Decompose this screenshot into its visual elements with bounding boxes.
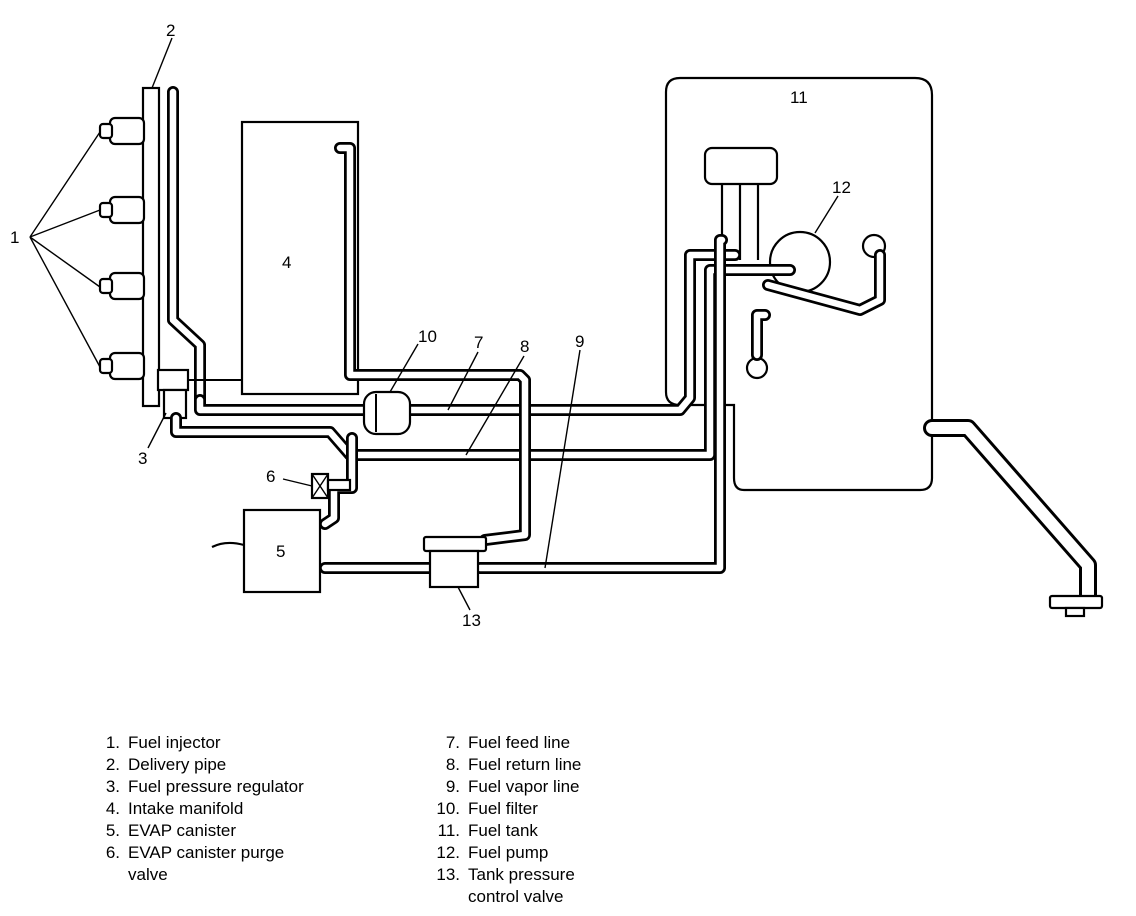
callout-6: 6 — [266, 467, 275, 486]
legend-item: 1. Fuel injector — [90, 732, 390, 754]
fuel-pump — [703, 146, 887, 380]
legend-item: 5. EVAP canister — [90, 820, 390, 842]
legend-text: Intake manifold — [128, 799, 244, 818]
fuel-lines — [170, 142, 886, 574]
legend-text: Fuel tank — [468, 821, 538, 840]
legend-text: EVAP canister purge valve — [128, 843, 285, 884]
legend-num: 2. — [105, 755, 120, 774]
legend-num: 11. — [437, 821, 460, 840]
legend-item: 4. Intake manifold — [90, 798, 390, 820]
callout-labels: 1 2 3 4 5 6 7 8 9 10 11 12 13 — [10, 21, 851, 630]
intake-manifold — [240, 120, 360, 396]
legend-item: 10. Fuel filter — [430, 798, 690, 820]
fuel-injector — [98, 195, 146, 225]
callout-2: 2 — [166, 21, 175, 40]
evap-canister — [211, 508, 322, 594]
legend-item: 2. Delivery pipe — [90, 754, 390, 776]
callout-9: 9 — [575, 332, 584, 351]
legend-num: 6. — [105, 843, 120, 862]
callout-12: 12 — [832, 178, 851, 197]
legend-text: Fuel filter — [468, 799, 538, 818]
legend-text: Fuel injector — [128, 733, 221, 752]
legend-text: Tank pressure control valve — [468, 865, 575, 906]
callout-11: 11 — [790, 88, 808, 107]
legend-item: 3. Fuel pressure regulator — [90, 776, 390, 798]
legend-num: 9. — [445, 777, 460, 796]
legend-text: Fuel vapor line — [468, 777, 580, 796]
legend-num: 1. — [105, 733, 120, 752]
legend-item: 6. EVAP canister purge valve — [90, 842, 390, 886]
legend-text: Fuel feed line — [468, 733, 571, 752]
callout-3: 3 — [138, 449, 147, 468]
fuel-injector — [98, 271, 146, 301]
legend-num: 5. — [105, 821, 120, 840]
legend-text: EVAP canister — [128, 821, 237, 840]
legend-item: 12. Fuel pump — [430, 842, 690, 864]
delivery-pipe — [141, 86, 206, 408]
callout-8: 8 — [520, 337, 529, 356]
legend-item: 8. Fuel return line — [430, 754, 690, 776]
legend-item: 11. Fuel tank — [430, 820, 690, 842]
legend-num: 4. — [105, 799, 120, 818]
legend-num: 8. — [445, 755, 460, 774]
callout-1: 1 — [10, 228, 19, 247]
legend-num: 12. — [436, 843, 460, 862]
callout-5: 5 — [276, 542, 285, 561]
legend-text: Fuel pressure regulator — [128, 777, 304, 796]
callout-13: 13 — [462, 611, 481, 630]
tank-pressure-control-valve — [422, 535, 488, 589]
fuel-injector — [98, 351, 146, 381]
legend-num: 7. — [445, 733, 460, 752]
legend-num: 10. — [436, 799, 460, 818]
fuel-pressure-regulator — [156, 368, 242, 420]
legend-num: 3. — [105, 777, 120, 796]
legend-item: 9. Fuel vapor line — [430, 776, 690, 798]
fuel-injectors — [98, 116, 146, 381]
legend-left: 1. Fuel injector 2. Delivery pipe 3. Fuel p… — [90, 732, 390, 886]
fuel-injector — [98, 116, 146, 146]
evap-canister-purge-valve — [310, 472, 352, 500]
legend-right: 7. Fuel feed line 8. Fuel return line 9. Fu… — [430, 732, 690, 908]
fuel-filter — [362, 390, 412, 436]
legend-item: 7. Fuel feed line — [430, 732, 690, 754]
legend-item: 13. Tank pressure control valve — [430, 864, 690, 908]
leader-lines — [29, 37, 839, 611]
legend-text: Fuel pump — [468, 843, 549, 862]
callout-10: 10 — [418, 327, 437, 346]
legend-text: Delivery pipe — [128, 755, 227, 774]
callout-4: 4 — [282, 253, 291, 272]
legend-text: Fuel return line — [468, 755, 582, 774]
legend-num: 13. — [436, 865, 460, 884]
callout-7: 7 — [474, 333, 483, 352]
